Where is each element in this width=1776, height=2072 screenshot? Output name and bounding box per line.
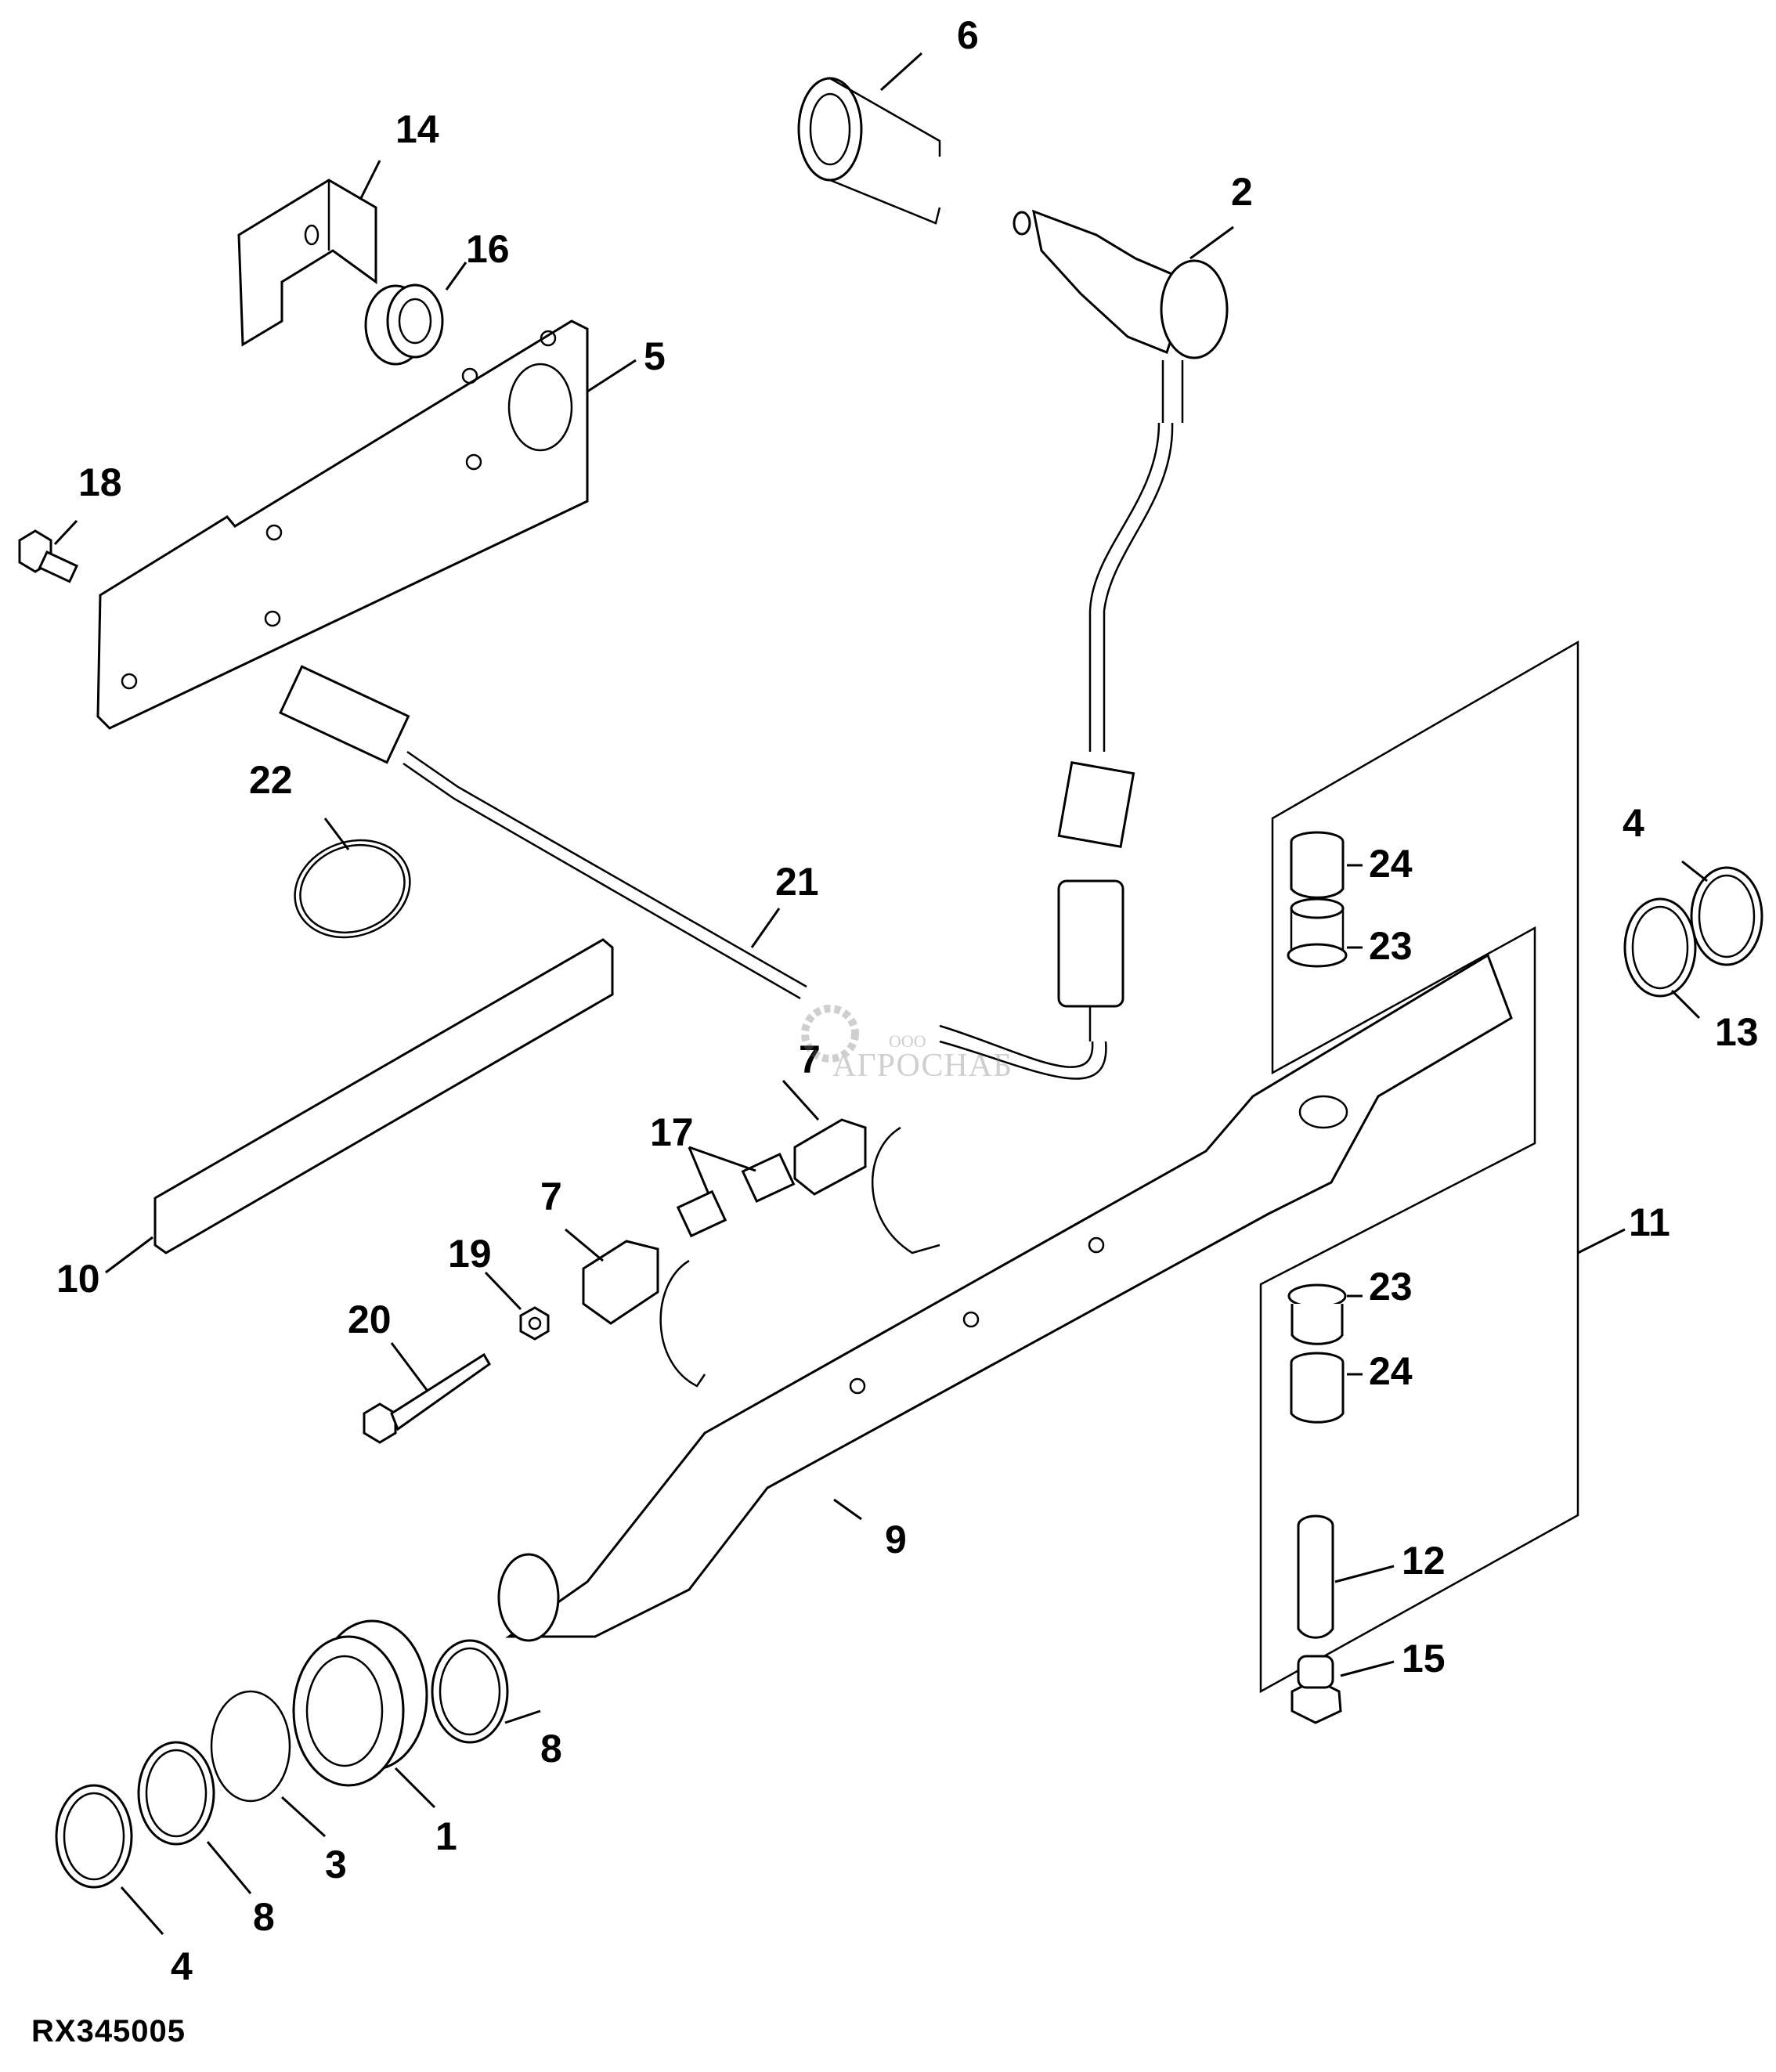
part-4-ring-right [1690, 866, 1763, 966]
part-8-ring-lower [137, 1741, 215, 1846]
callout-13: 13 [1715, 1010, 1759, 1054]
callout-24-lower: 24 [1369, 1349, 1413, 1393]
callout-11: 11 [1629, 1200, 1670, 1244]
part-12-pin [1297, 1514, 1334, 1639]
part-10-strip [153, 938, 614, 1254]
callout-23-lower: 23 [1369, 1265, 1413, 1309]
callout-8-lower: 8 [253, 1895, 275, 1939]
part-18-bolt [18, 529, 79, 583]
callout-14: 14 [395, 107, 439, 151]
part-1-bearing [292, 1619, 428, 1787]
part-21-harness [279, 665, 1107, 1080]
callout-7-lower: 7 [540, 1175, 562, 1218]
part-24-bushing-upper [1290, 831, 1345, 899]
part-5-plate [96, 319, 589, 730]
part-14-bracket [237, 179, 377, 347]
part-23-bushing-upper [1287, 897, 1348, 968]
connector-upper [1057, 761, 1135, 848]
part-7-fork-lower [582, 1240, 706, 1388]
callout-labels: 14 16 5 18 6 2 22 21 24 23 4 13 7 17 7 1… [56, 13, 1759, 1988]
callout-21: 21 [775, 860, 819, 904]
callout-12: 12 [1402, 1539, 1446, 1583]
figure-id: RX345005 [31, 2014, 186, 2049]
callout-4-right: 4 [1623, 801, 1644, 845]
part-6-clip [797, 77, 941, 225]
callout-16: 16 [466, 227, 510, 271]
part-8-ring-upper [431, 1639, 509, 1744]
part-24-bushing-lower [1290, 1352, 1345, 1424]
part-7-fork-upper [793, 1118, 940, 1254]
callout-22: 22 [249, 758, 293, 802]
gear-icon [801, 1005, 859, 1063]
callout-6: 6 [957, 13, 979, 57]
callout-4-lower: 4 [171, 1944, 193, 1988]
watermark-name: АГРОСНАБ [832, 1048, 1013, 1084]
part-3-snap-ring [210, 1690, 291, 1803]
part-13-ring [1623, 897, 1697, 998]
callout-5: 5 [644, 334, 666, 378]
kit-11-outline [1259, 640, 1579, 1694]
watermark-prefix: ООО [889, 1031, 926, 1051]
callout-1: 1 [435, 1814, 457, 1858]
part-15-plug [1290, 1655, 1342, 1724]
connector-lower [1057, 879, 1124, 1041]
callout-7-upper: 7 [799, 1038, 821, 1081]
callout-17: 17 [650, 1110, 694, 1154]
callout-20: 20 [348, 1298, 392, 1341]
callout-9: 9 [885, 1518, 907, 1561]
callout-18: 18 [78, 460, 122, 504]
part-17-sleeves [676, 1152, 796, 1238]
part-9-shaft [497, 953, 1513, 1642]
callout-8-upper: 8 [540, 1727, 562, 1771]
part-22-tie [294, 839, 411, 939]
part-2-sensor [1013, 209, 1229, 752]
watermark: ООО АГРОСНАБ [795, 983, 1012, 1100]
callout-3: 3 [325, 1843, 347, 1886]
part-20-bolt [363, 1352, 491, 1444]
part-4-ring-lower [55, 1784, 133, 1889]
part-19-nut [519, 1306, 550, 1341]
leader-lines [53, 52, 1708, 1935]
callout-24-upper: 24 [1369, 842, 1413, 886]
part-16-grommet [364, 283, 444, 366]
callout-2: 2 [1231, 170, 1253, 214]
callout-23-upper: 23 [1369, 924, 1413, 968]
part-23-bushing-lower [1287, 1283, 1347, 1345]
callout-10: 10 [56, 1257, 100, 1301]
callout-15: 15 [1402, 1637, 1446, 1680]
callout-19: 19 [448, 1232, 492, 1276]
